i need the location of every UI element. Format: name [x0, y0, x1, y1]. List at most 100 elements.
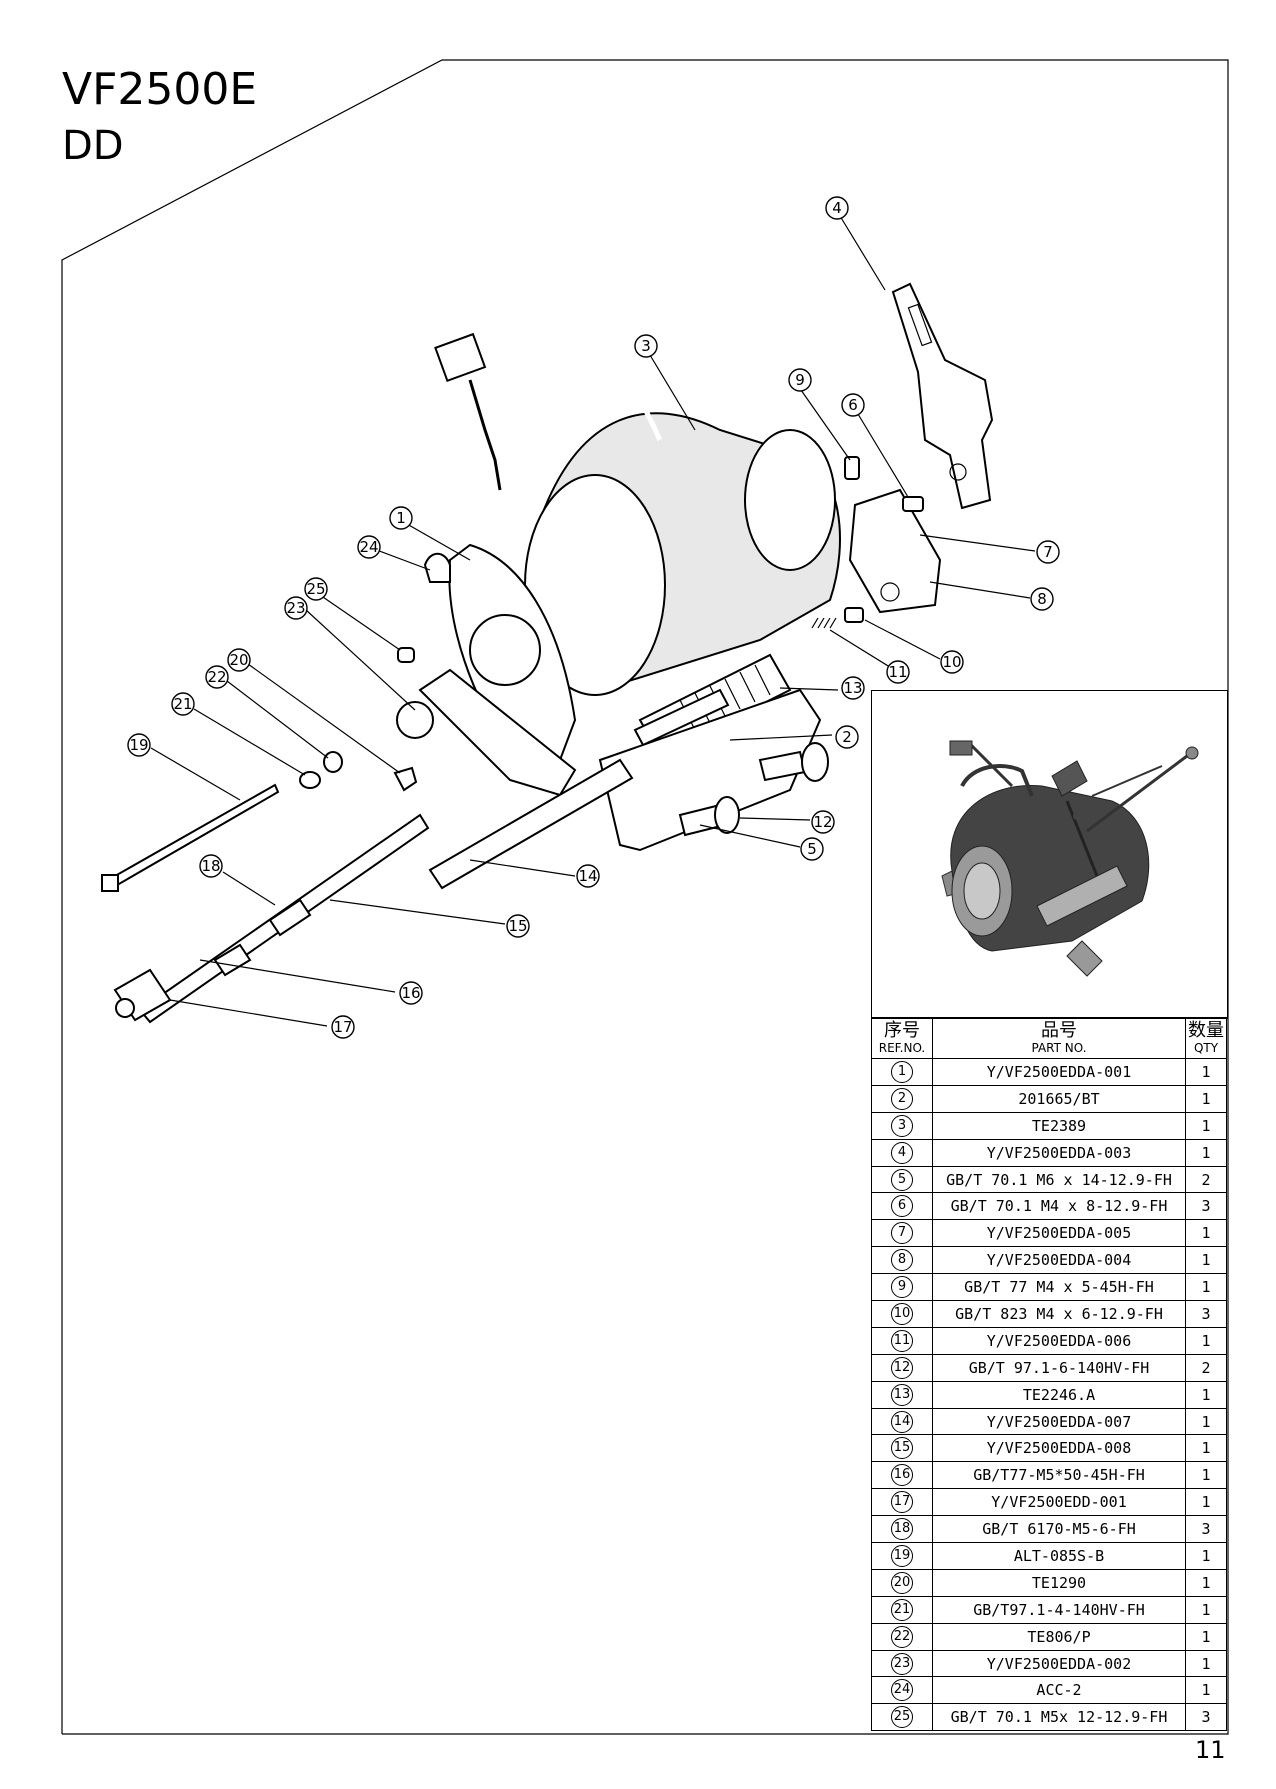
callout-5: 5 [800, 837, 824, 861]
ref-number: 13 [891, 1383, 913, 1406]
bracket-part-4 [891, 282, 994, 510]
qty-cell: 1 [1185, 1622, 1227, 1651]
qty-cell: 3 [1185, 1515, 1227, 1544]
ref-cell: 20 [871, 1568, 933, 1597]
qty-cell: 1 [1185, 1434, 1227, 1463]
part-number-cell: Y/VF2500EDDA-008 [932, 1434, 1186, 1463]
ref-number: 24 [891, 1679, 913, 1702]
callout-3: 3 [634, 334, 658, 358]
ref-number: 8 [891, 1249, 913, 1272]
ref-number: 3 [891, 1114, 913, 1137]
qty-cell: 1 [1185, 1111, 1227, 1140]
base-bracket [598, 688, 822, 852]
ref-number: 21 [891, 1598, 913, 1621]
part-number-cell: TE806/P [932, 1622, 1186, 1651]
svg-text:17: 17 [333, 1018, 352, 1036]
svg-text:12: 12 [813, 813, 832, 831]
qty-cell: 1 [1185, 1138, 1227, 1167]
page-number: 11 [1195, 1736, 1226, 1764]
svg-text:6: 6 [848, 396, 858, 414]
ref-number: 7 [891, 1222, 913, 1245]
ref-cell: 14 [871, 1407, 933, 1436]
svg-text:24: 24 [359, 538, 378, 556]
assembly-illustration [872, 691, 1227, 1018]
qty-cell: 1 [1185, 1542, 1227, 1570]
qty-cell: 3 [1185, 1192, 1227, 1221]
washer-part-21 [299, 771, 321, 789]
svg-text:18: 18 [201, 857, 220, 875]
part-number-cell: ACC-2 [932, 1676, 1186, 1705]
callout-4: 4 [825, 196, 849, 220]
cable-tie-part-19 [106, 783, 280, 890]
svg-text:10: 10 [942, 653, 961, 671]
callout-11: 11 [886, 660, 910, 684]
callout-10: 10 [940, 650, 964, 674]
ref-number: 10 [891, 1302, 913, 1325]
qty-cell: 2 [1185, 1353, 1227, 1382]
qty-cell: 1 [1185, 1407, 1227, 1436]
ref-cell: 10 [871, 1300, 933, 1328]
part-number-cell: Y/VF2500EDDA-006 [932, 1326, 1186, 1355]
ref-number: 12 [891, 1356, 913, 1379]
screw-part-9 [844, 456, 860, 480]
ref-number: 19 [891, 1544, 913, 1567]
part-number-cell: Y/VF2500EDDA-007 [932, 1407, 1186, 1436]
callout-6: 6 [841, 393, 865, 417]
callout-9: 9 [788, 368, 812, 392]
svg-text:3: 3 [641, 337, 651, 355]
flange-bore [469, 614, 541, 686]
part-number-cell: GB/T 6170-M5-6-FH [932, 1515, 1186, 1544]
ref-cell: 22 [871, 1622, 933, 1651]
ref-number: 15 [891, 1437, 913, 1460]
svg-text:11: 11 [888, 663, 907, 681]
callout-8: 8 [1030, 587, 1054, 611]
part-number-cell: TE2389 [932, 1111, 1186, 1140]
screw-part-22 [323, 751, 343, 773]
part-number-cell: GB/T 70.1 M6 x 14-12.9-FH [932, 1165, 1186, 1194]
ref-number: 4 [891, 1141, 913, 1164]
part-number-cell: GB/T77-M5*50-45H-FH [932, 1461, 1186, 1490]
motor-rear-cap [744, 429, 836, 571]
model-subtitle: DD [62, 123, 124, 169]
qty-cell: 1 [1185, 1326, 1227, 1355]
part-number-cell: Y/VF2500EDD-001 [932, 1488, 1186, 1517]
screw-part-10 [844, 607, 864, 623]
nut-part-18 [268, 898, 312, 937]
bracket-part-8 [848, 488, 942, 614]
ref-cell: 15 [871, 1434, 933, 1463]
ref-number: 6 [891, 1195, 913, 1218]
qty-cell: 1 [1185, 1568, 1227, 1597]
callout-1: 1 [389, 506, 413, 530]
qty-cell: 1 [1185, 1676, 1227, 1705]
svg-text:13: 13 [843, 679, 862, 697]
ref-number: 20 [891, 1571, 913, 1594]
arm-part-23 [418, 668, 577, 797]
ref-cell: 6 [871, 1192, 933, 1221]
callout-24: 24 [357, 535, 381, 559]
part-number-cell: TE2246.A [932, 1380, 1186, 1409]
qty-cell: 3 [1185, 1300, 1227, 1328]
svg-text:1: 1 [396, 509, 406, 527]
ref-number: 14 [891, 1410, 913, 1433]
callout-15: 15 [506, 914, 530, 938]
callout-25: 25 [304, 577, 328, 601]
ref-cell: 24 [871, 1676, 933, 1705]
header-qty: 数量 QTY [1185, 1017, 1227, 1059]
qty-cell: 1 [1185, 1461, 1227, 1490]
clip-part-24 [423, 552, 451, 583]
cable-tie-head [101, 874, 119, 892]
